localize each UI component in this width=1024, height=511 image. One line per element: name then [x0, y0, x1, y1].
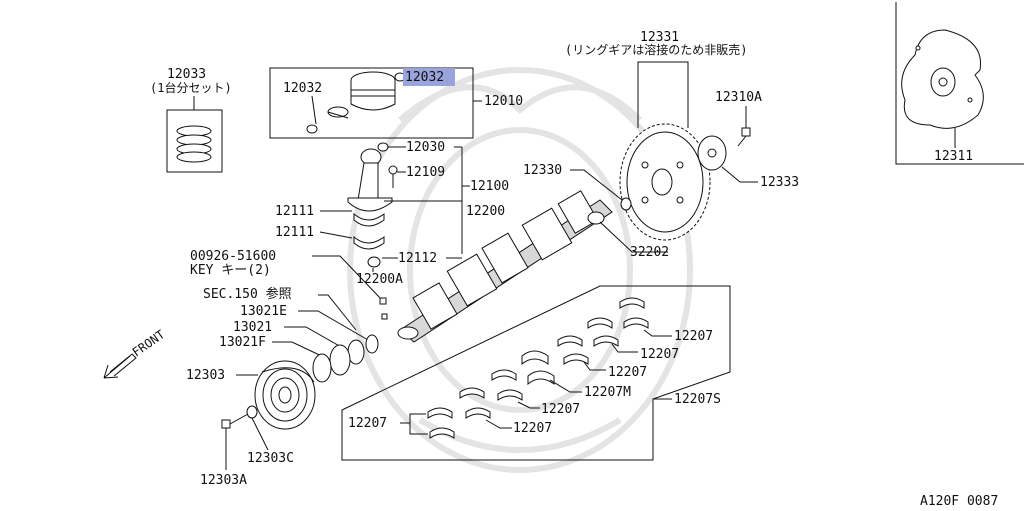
- pulley-washer-icon[interactable]: [246, 405, 258, 419]
- piston-pin-label: 12032: [283, 81, 322, 96]
- piston-ring-set[interactable]: [166, 96, 223, 173]
- conrod-group-label: 12100: [470, 179, 509, 194]
- main-bearing-center-label: 12207M: [584, 385, 631, 400]
- main-bearing-2-label: 12207: [640, 347, 679, 362]
- piston-asm-box: [269, 67, 474, 139]
- watermark-emblem: [347, 67, 693, 473]
- key-note-label: KEY キー(2): [190, 263, 271, 278]
- front-label: FRONT: [130, 327, 168, 359]
- main-bearing-set-label: 12207S: [674, 392, 721, 407]
- connecting-rod[interactable]: [347, 142, 398, 268]
- drive-plate-label: 12311: [934, 149, 973, 164]
- crank-sprocket[interactable]: [312, 334, 379, 383]
- conrod-nut-label: 12112: [398, 251, 437, 266]
- pulley-bolt-label: 12303A: [200, 473, 247, 488]
- selected-part-highlight: [403, 68, 455, 86]
- crankshaft[interactable]: [397, 190, 613, 343]
- drive-plate-inset-frame: [895, 2, 1024, 165]
- sec-ref-label: SEC.150 参照: [203, 286, 292, 302]
- gear-13021e-label: 13021E: [240, 304, 287, 319]
- gear-13021f-label: 13021F: [219, 335, 266, 350]
- main-bearing-4-label: 12207: [541, 402, 580, 417]
- pulley-washer-label: 12303C: [247, 451, 294, 466]
- sprocket-key-icon[interactable]: [381, 313, 388, 320]
- main-bearing-5-label: 12207: [513, 421, 552, 436]
- gear-13021-label: 13021: [233, 320, 272, 335]
- bearing-lower-label: 12111: [275, 225, 314, 240]
- key-icon[interactable]: [379, 297, 387, 305]
- piston-assembly[interactable]: [306, 71, 406, 134]
- flywheel-label: 12331: [640, 30, 679, 45]
- pulley-bolt-icon[interactable]: [221, 413, 249, 429]
- bearing-upper-label: 12111: [275, 204, 314, 219]
- flywheel[interactable]: [619, 123, 711, 241]
- sprocket-key-label: 12200A: [356, 272, 403, 287]
- ring-set-label: 12033: [167, 67, 206, 82]
- pilot-bush-label: 32202: [630, 245, 669, 260]
- flywheel-note: (リングギアは溶接のため非販売): [565, 42, 747, 57]
- conrod-bolt-label: 12109: [406, 165, 445, 180]
- reinforce-plate-label: 12333: [760, 175, 799, 190]
- key-part-label: 00926-51600: [190, 249, 276, 264]
- ring-set-note: (1台分セット): [150, 80, 232, 95]
- main-bearing-7-label: 12207: [348, 416, 387, 431]
- main-bearing-3-label: 12207: [608, 365, 647, 380]
- pulley-label: 12303: [186, 368, 225, 383]
- main-bearing-set-frame: [341, 285, 731, 461]
- crank-pulley[interactable]: [254, 360, 316, 430]
- piston-asm-label: 12010: [484, 94, 523, 109]
- conrod-asm-label: 12030: [406, 140, 445, 155]
- pilot-bearing-icon[interactable]: [620, 197, 632, 211]
- crankshaft-group-label: 12200: [466, 204, 505, 219]
- drive-plate[interactable]: [901, 29, 984, 129]
- reinforce-plate[interactable]: [697, 135, 727, 171]
- main-bearing-1-label: 12207: [674, 329, 713, 344]
- main-bearings[interactable]: [427, 297, 649, 439]
- piston-ring-label[interactable]: 12032: [405, 70, 444, 85]
- flywheel-bolt-icon[interactable]: [737, 127, 751, 147]
- front-arrow-icon: [103, 353, 137, 379]
- pilot-bearing-label: 12330: [523, 163, 562, 178]
- flywheel-bolt-label: 12310A: [715, 90, 762, 105]
- diagram-code: A120F 0087: [920, 494, 998, 509]
